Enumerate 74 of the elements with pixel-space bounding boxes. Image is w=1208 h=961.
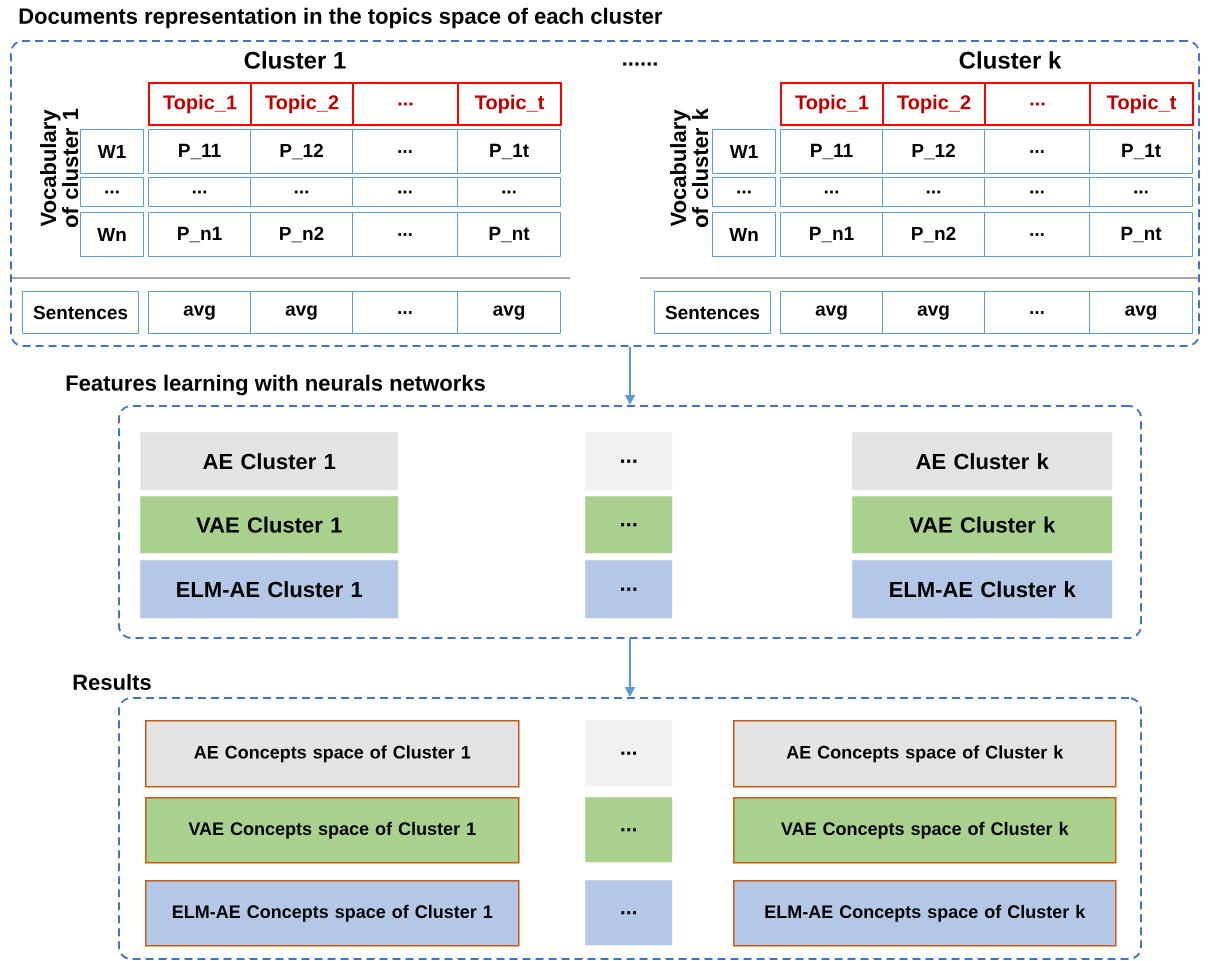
topic-header-cell: Topic_t	[1089, 82, 1194, 126]
table-cell: ...	[984, 291, 1090, 334]
table-cell: P_nt	[457, 212, 561, 257]
table-cell: avg	[1089, 291, 1193, 334]
table-cell: avg	[882, 291, 985, 334]
section-title: Documents representation in the topics space of each cluster	[19, 7, 663, 29]
vocabulary-label: Vocabulary of cluster k	[670, 108, 709, 228]
placeholder-box: ...	[585, 797, 673, 863]
model-box: ...	[585, 432, 673, 491]
placeholder-box: ...	[585, 720, 673, 787]
result-box: ELM-AE Concepts space of Cluster k	[733, 880, 1117, 947]
result-box: AE Concepts space of Cluster 1	[145, 720, 520, 788]
table-cell: P_n2	[250, 212, 353, 257]
topic-header-cell: ...	[984, 82, 1091, 126]
table-cell: ...	[148, 177, 251, 207]
section-title: Results	[73, 673, 151, 691]
table-cell: Wn	[712, 212, 776, 257]
result-box: AE Concepts space of Cluster k	[733, 720, 1117, 788]
table-cell: ...	[984, 129, 1090, 174]
table-cell: ...	[1089, 177, 1193, 207]
table-cell: P_11	[148, 129, 251, 174]
table-cell: ...	[882, 177, 985, 207]
model-box: ELM-AE Cluster 1	[140, 560, 399, 619]
table-cell: ...	[352, 177, 458, 207]
table-cell: ...	[80, 177, 144, 207]
result-box: VAE Concepts space of Cluster 1	[145, 797, 520, 864]
table-cell: P_11	[780, 129, 883, 174]
result-box: VAE Concepts space of Cluster k	[733, 797, 1117, 864]
table-cell: ...	[352, 212, 458, 257]
section-title: Features learning with neurals networks	[66, 374, 485, 396]
cluster-title: Cluster 1	[244, 51, 346, 69]
table-cell: avg	[457, 291, 561, 334]
table-cell: avg	[780, 291, 883, 334]
result-box: ELM-AE Concepts space of Cluster 1	[145, 880, 520, 947]
model-box: AE Cluster 1	[140, 432, 399, 491]
vocabulary-label: Vocabulary of cluster 1	[40, 108, 79, 228]
model-box: ...	[585, 496, 673, 554]
table-cell: ...	[984, 212, 1090, 257]
table-cell: P_n2	[882, 212, 985, 257]
table-cell: ...	[984, 177, 1090, 207]
table-cell: Sentences	[22, 291, 139, 334]
table-cell: P_nt	[1089, 212, 1193, 257]
table-cell: P_12	[250, 129, 353, 174]
table-cell: ...	[712, 177, 776, 207]
table-cell: ...	[250, 177, 353, 207]
model-box: ELM-AE Cluster k	[852, 560, 1113, 619]
model-box: AE Cluster k	[852, 432, 1113, 491]
table-cell: W1	[712, 129, 776, 174]
topic-header-cell: ...	[352, 82, 459, 126]
table-cell: ...	[352, 129, 458, 174]
table-cell: P_n1	[148, 212, 251, 257]
table-cell: ...	[780, 177, 883, 207]
topic-header-cell: Topic_1	[780, 82, 884, 126]
topic-header-cell: Topic_2	[250, 82, 354, 126]
table-cell: P_n1	[780, 212, 883, 257]
placeholder-box: ...	[585, 880, 673, 946]
table-cell: P_12	[882, 129, 985, 174]
topic-header-cell: Topic_2	[882, 82, 986, 126]
table-cell: Sentences	[654, 291, 771, 334]
table-cell: avg	[148, 291, 251, 334]
table-cell: avg	[250, 291, 353, 334]
table-cell: P_1t	[1089, 129, 1193, 174]
model-box: VAE Cluster 1	[140, 496, 399, 554]
cluster-title: Cluster k	[959, 51, 1062, 69]
topic-header-cell: Topic_t	[457, 82, 562, 126]
table-cell: Wn	[80, 212, 144, 257]
ellipsis-text: ......	[623, 62, 657, 66]
model-box: ...	[585, 560, 673, 619]
table-cell: ...	[352, 291, 458, 334]
model-box: VAE Cluster k	[852, 496, 1113, 554]
table-cell: ...	[457, 177, 561, 207]
table-cell: W1	[80, 129, 144, 174]
table-cell: P_1t	[457, 129, 561, 174]
topic-header-cell: Topic_1	[148, 82, 252, 126]
